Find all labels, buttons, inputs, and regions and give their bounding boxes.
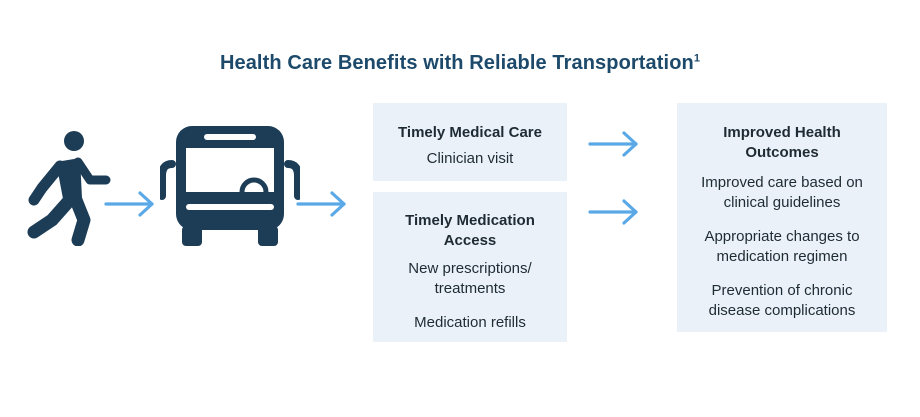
bus-icon [160, 126, 300, 246]
box-item: Clinician visit [426, 150, 514, 167]
box-item: Medication refills [414, 314, 526, 331]
right-arrow-icon [588, 131, 638, 157]
timely-medical-care-box: Timely Medical Care Clinician visit [373, 103, 567, 181]
title-text: Health Care Benefits with Reliable Trans… [219, 52, 694, 74]
improved-health-outcomes-box: Improved Health Outcomes Improved care b… [677, 103, 887, 332]
title-footnote: 1 [693, 52, 701, 65]
box-item: Prevention of chronic disease complicati… [708, 282, 856, 319]
box-item: Appropriate changes to medication regime… [704, 228, 860, 265]
box-heading: Timely Medical Care [398, 124, 542, 141]
walking-person-icon [27, 131, 111, 246]
right-arrow-icon [296, 191, 346, 217]
right-arrow-icon [104, 191, 154, 217]
box-item: Improved care based on clinical guidelin… [701, 174, 863, 211]
box-heading: Timely Medication Access [405, 212, 535, 249]
timely-medication-access-box: Timely Medication Access New prescriptio… [373, 192, 567, 342]
box-heading: Improved Health Outcomes [723, 124, 841, 161]
box-item: New prescriptions/ treatments [408, 260, 532, 297]
diagram-title: Health Care Benefits with Reliable Trans… [0, 52, 920, 75]
right-arrow-icon [588, 199, 638, 225]
